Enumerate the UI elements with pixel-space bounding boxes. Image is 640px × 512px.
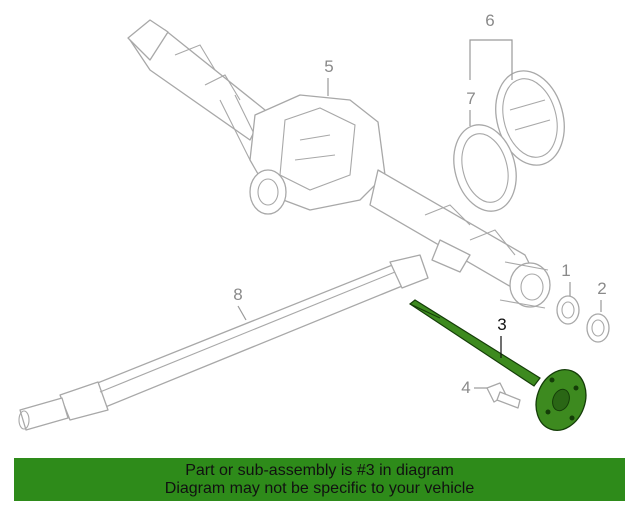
callout-2[interactable]: 2 <box>597 279 607 312</box>
callout-label: 8 <box>233 285 242 304</box>
info-banner-bg <box>14 458 625 501</box>
callout-label: 4 <box>461 378 470 397</box>
cover-gasket[interactable] <box>445 118 526 219</box>
differential-cover[interactable] <box>486 63 575 173</box>
axle-bearing[interactable] <box>556 295 580 325</box>
callout-8[interactable]: 8 <box>233 285 247 321</box>
callout-1[interactable]: 1 <box>561 261 571 296</box>
callout-label: 1 <box>561 261 570 280</box>
wheel-stud[interactable] <box>486 382 521 409</box>
axle-housing[interactable] <box>127 19 551 309</box>
banner-line-2: Diagram may not be specific to your vehi… <box>164 479 475 497</box>
callout-6[interactable]: 6 <box>469 11 513 80</box>
callout-label: 7 <box>466 89 475 108</box>
callout-4[interactable]: 4 <box>461 378 487 397</box>
callout-label: 3 <box>497 315 506 334</box>
callout-3[interactable]: 3 <box>497 315 507 358</box>
banner-line-1: Part or sub-assembly is #3 in diagram <box>185 461 454 479</box>
callout-7[interactable]: 7 <box>466 89 476 126</box>
callout-label: 2 <box>597 279 606 298</box>
callout-label: 5 <box>324 57 333 76</box>
info-banner: Part or sub-assembly is #3 in diagram Di… <box>14 458 625 501</box>
drive-shaft[interactable] <box>18 254 429 431</box>
callout-label: 6 <box>485 11 494 30</box>
callout-5[interactable]: 5 <box>324 57 334 96</box>
axle-shaft[interactable] <box>408 299 594 437</box>
axle-seal[interactable] <box>586 313 610 343</box>
